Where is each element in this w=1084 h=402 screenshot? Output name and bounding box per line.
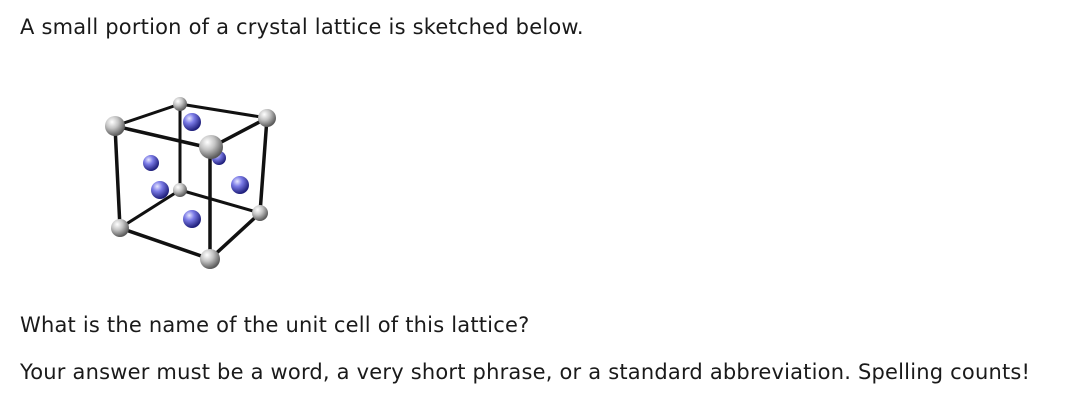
face-atom-front <box>151 181 169 199</box>
crystal-lattice-diagram <box>105 97 276 269</box>
corner-atom-back-top <box>173 97 187 111</box>
corner-atom-back-bottom <box>173 183 187 197</box>
corner-atom <box>258 109 276 127</box>
face-atom-left <box>143 155 159 171</box>
corner-atoms-front <box>105 109 276 269</box>
corner-atom <box>111 219 129 237</box>
face-atoms-rear <box>143 113 226 228</box>
back-edges <box>113 102 269 230</box>
face-atom-back <box>183 113 201 131</box>
corner-atom <box>252 205 268 221</box>
face-atom-bottom <box>183 210 201 228</box>
intro-text: A small portion of a crystal lattice is … <box>20 15 584 39</box>
corner-atom <box>200 249 220 269</box>
corner-atom <box>105 116 125 136</box>
question-text: What is the name of the unit cell of thi… <box>20 313 530 337</box>
corner-atom <box>199 135 223 159</box>
face-atom-right <box>231 176 249 194</box>
instructions-text: Your answer must be a word, a very short… <box>20 360 1031 384</box>
front-edges <box>113 116 269 261</box>
face-atoms-front <box>151 176 249 199</box>
